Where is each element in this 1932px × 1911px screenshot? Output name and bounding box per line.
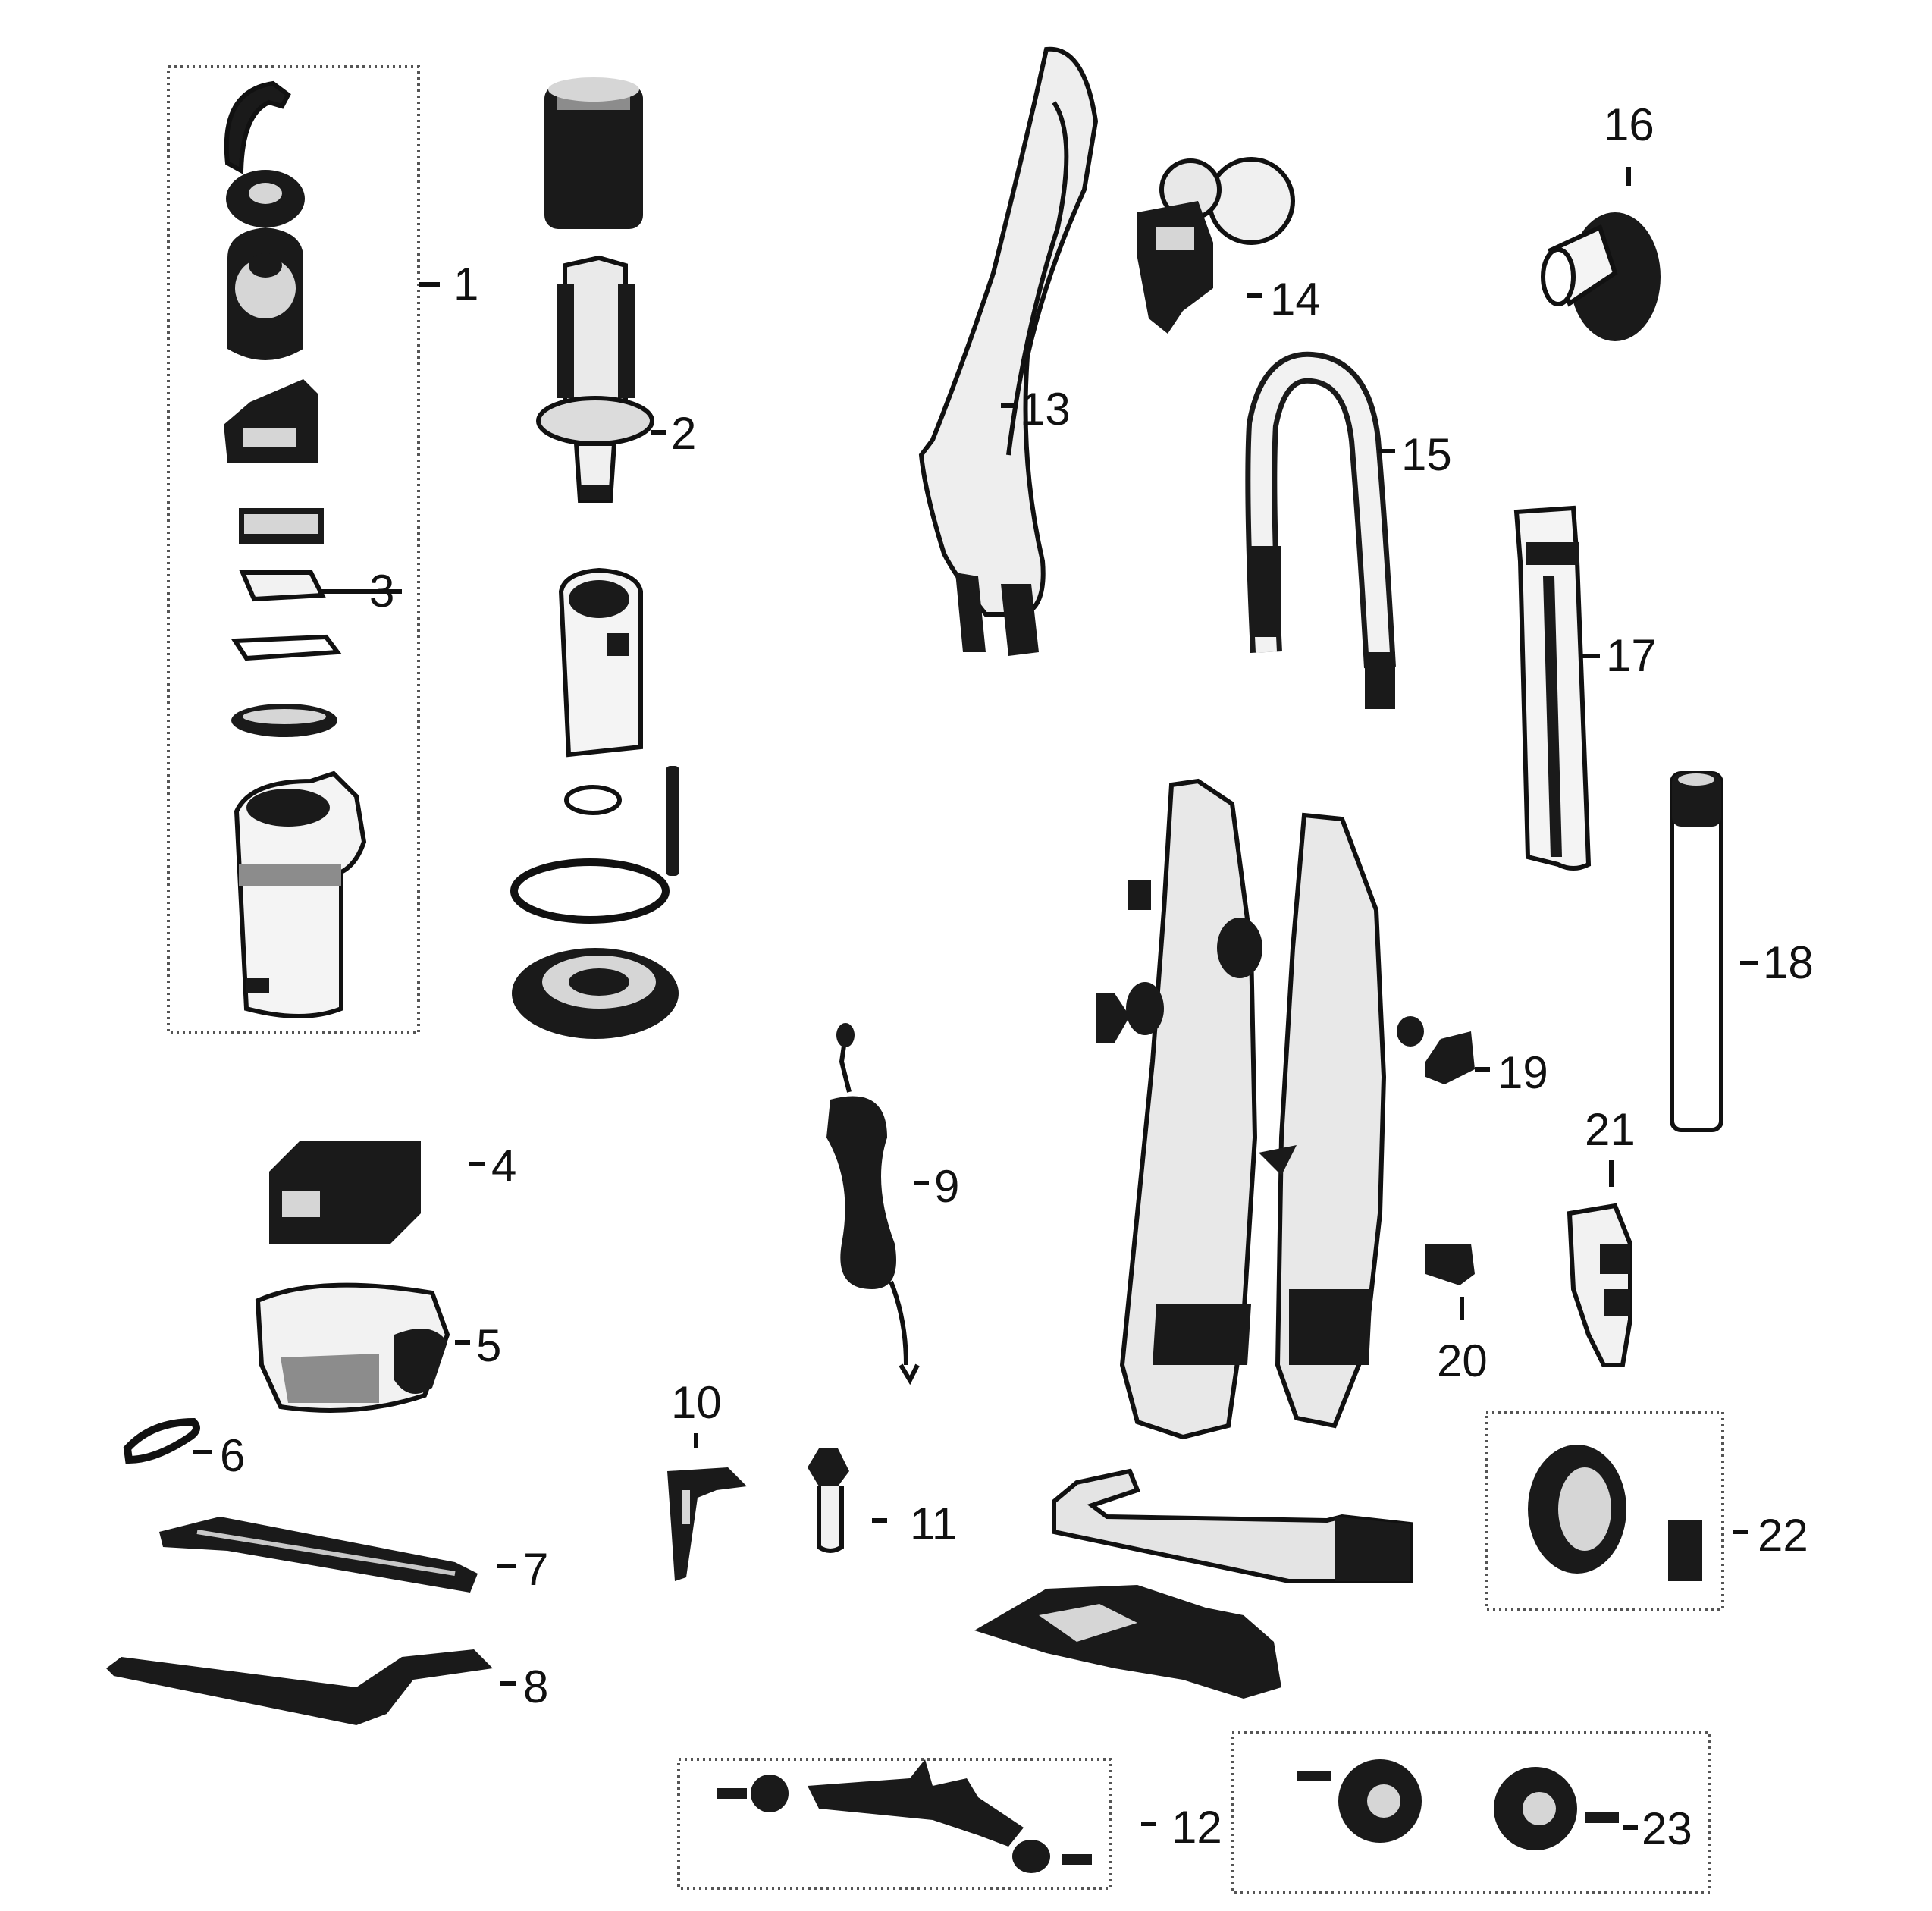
callout-22: 22 <box>1758 1510 1808 1561</box>
part-23-group-box <box>1231 1731 1711 1894</box>
part-13-handle-illustration <box>918 46 1099 656</box>
callout-1: 1 <box>453 259 478 309</box>
callout-11: 11 <box>910 1498 957 1549</box>
part-23-wheels-illustration <box>1297 1759 1619 1850</box>
part-22-motor-illustration <box>1528 1445 1702 1581</box>
cyclone-filter-stack-illustration <box>510 77 679 1039</box>
part-21-pedal-illustration <box>1567 1203 1632 1367</box>
part-10-latch-illustration <box>667 1467 747 1581</box>
callout-13: 13 <box>1020 384 1071 435</box>
part-22-group-box <box>1485 1410 1724 1611</box>
part-6-belt-illustration <box>123 1417 200 1464</box>
callout-7: 7 <box>523 1544 548 1595</box>
callout-19: 19 <box>1498 1047 1548 1098</box>
part-11-switch-illustration <box>808 1448 849 1553</box>
body-housing-illustration <box>1096 778 1475 1440</box>
part-14-hose-connector-illustration <box>1137 157 1295 334</box>
callout-6: 6 <box>220 1430 245 1481</box>
part-7-brushroll-illustration <box>159 1517 478 1592</box>
part-9-power-cord-illustration <box>826 1023 920 1385</box>
nozzle-base-illustration <box>974 1468 1413 1699</box>
callout-5: 5 <box>476 1320 501 1371</box>
part-15-hose-illustration <box>1245 351 1396 709</box>
part-5-base-housing-illustration <box>255 1282 450 1413</box>
callout-9: 9 <box>934 1161 959 1212</box>
callout-4: 4 <box>491 1141 516 1191</box>
callout-14: 14 <box>1270 274 1321 325</box>
callout-20: 20 <box>1437 1335 1488 1386</box>
dirt-cup-assembly-illustration <box>224 80 367 1018</box>
callout-12: 12 <box>1171 1802 1222 1853</box>
callout-23: 23 <box>1642 1803 1692 1854</box>
callout-3: 3 <box>369 566 394 617</box>
part-17-crevice-tool-illustration <box>1513 505 1592 871</box>
part-18-extension-wand-illustration <box>1670 771 1723 1132</box>
part-12-axle-illustration <box>717 1759 1092 1873</box>
part-12-group-box <box>677 1758 1112 1890</box>
callout-15: 15 <box>1401 429 1452 480</box>
part-8-bumper-strip-illustration <box>106 1649 493 1725</box>
callout-10: 10 <box>671 1377 722 1428</box>
callout-21: 21 <box>1585 1104 1636 1155</box>
callout-8: 8 <box>523 1662 548 1712</box>
callout-18: 18 <box>1763 937 1814 988</box>
leader-lines <box>193 167 1758 1830</box>
callout-2: 2 <box>671 408 696 459</box>
part-4-filter-illustration <box>269 1141 421 1244</box>
callout-17: 17 <box>1606 630 1657 681</box>
callout-16: 16 <box>1604 99 1654 150</box>
part-16-wand-adapter-illustration <box>1541 212 1661 341</box>
part-1-group-box <box>167 65 420 1034</box>
